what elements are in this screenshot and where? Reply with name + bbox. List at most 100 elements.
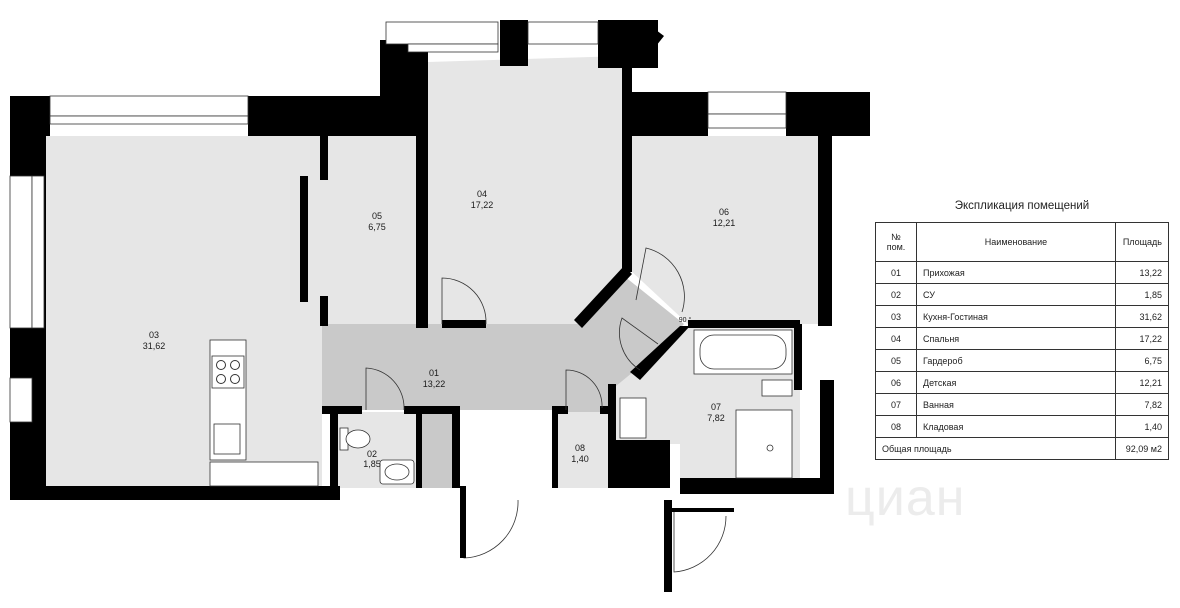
room-06-fill: [630, 136, 820, 324]
room-07-area: 7,82: [707, 413, 725, 423]
window: [385, 21, 499, 45]
wall: [632, 92, 708, 136]
wall: [794, 324, 802, 390]
row-area: 12,21: [1115, 371, 1169, 394]
room-03-num: 03: [149, 330, 159, 340]
window: [707, 113, 787, 129]
row-num: 05: [875, 349, 917, 372]
table-row: 07 Ванная 7,82: [875, 393, 1169, 416]
wall: [322, 406, 362, 414]
wall: [416, 410, 422, 488]
row-area: 6,75: [1115, 349, 1169, 372]
row-name: Кухня-Гостиная: [916, 305, 1116, 328]
room-08-fill: [558, 412, 610, 488]
room-05-num: 05: [372, 211, 382, 221]
sink: [213, 423, 241, 455]
wall: [416, 96, 428, 328]
row-num: 07: [875, 393, 917, 416]
wall: [404, 406, 460, 414]
door-swing: [619, 317, 659, 371]
stove: [211, 355, 245, 389]
row-num: 06: [875, 371, 917, 394]
door-swing: [635, 247, 685, 313]
wall: [688, 320, 800, 328]
entry-wall: [460, 486, 466, 558]
room-05-fill: [302, 136, 420, 324]
door-swing: [565, 369, 603, 410]
door-swing: [441, 277, 487, 325]
explication-title: Экспликация помещений: [954, 200, 1090, 212]
doors: [365, 247, 727, 573]
wall: [330, 410, 338, 488]
room-05-area: 6,75: [368, 222, 386, 232]
window: [707, 91, 787, 115]
total-label: Общая площадь: [875, 437, 1116, 460]
window: [9, 377, 33, 423]
table-row: 03 Кухня-Гостиная 31,62: [875, 305, 1169, 328]
row-area: 1,40: [1115, 415, 1169, 438]
room-02-num: 02: [367, 449, 377, 459]
burner: [216, 374, 226, 384]
wall: [500, 20, 528, 66]
header-area: Площадь: [1115, 222, 1169, 262]
door-swing: [463, 490, 519, 559]
room-01-num: 01: [429, 368, 439, 378]
watermark-logo: циан: [845, 469, 966, 527]
room-03-area: 31,62: [143, 341, 166, 351]
washbasin-bowl: [384, 463, 410, 481]
room-01-area: 13,22: [423, 379, 446, 389]
room-03-fill: [44, 136, 322, 488]
wall-diagonal: [632, 30, 664, 66]
wall: [442, 320, 486, 328]
table-row: 06 Детская 12,21: [875, 371, 1169, 394]
row-area: 1,85: [1115, 283, 1169, 306]
row-num: 08: [875, 415, 917, 438]
table-row: 01 Прихожая 13,22: [875, 261, 1169, 284]
header-num: № пом.: [875, 222, 917, 262]
door-swing: [673, 512, 727, 573]
wall: [320, 136, 328, 180]
row-num: 03: [875, 305, 917, 328]
table-row: 08 Кладовая 1,40: [875, 415, 1169, 438]
window: [31, 175, 45, 329]
window: [527, 21, 599, 45]
wall: [680, 478, 834, 494]
wall: [248, 96, 418, 136]
explication-table: № пом. Наименование Площадь 01 Прихожая …: [875, 222, 1169, 460]
window: [49, 95, 249, 117]
door-angle-label: 90 °: [679, 316, 692, 324]
wall: [612, 440, 670, 488]
wall: [10, 96, 50, 136]
table-header-row: № пом. Наименование Площадь: [875, 222, 1169, 262]
wall: [10, 486, 340, 500]
row-name: Кладовая: [916, 415, 1116, 438]
entry-wall: [664, 500, 672, 592]
row-area: 31,62: [1115, 305, 1169, 328]
entry-wall: [664, 508, 734, 512]
table-row: 02 СУ 1,85: [875, 283, 1169, 306]
room-08-num: 08: [575, 443, 585, 453]
row-name: Спальня: [916, 327, 1116, 350]
wall: [10, 330, 46, 376]
wall-diagonal: [574, 266, 632, 328]
row-area: 17,22: [1115, 327, 1169, 350]
row-name: Прихожая: [916, 261, 1116, 284]
row-name: СУ: [916, 283, 1116, 306]
burner: [230, 360, 240, 370]
room-07-num: 07: [711, 402, 721, 412]
wall: [622, 56, 632, 272]
room-04-area: 17,22: [471, 200, 494, 210]
room-08-area: 1,40: [571, 454, 589, 464]
row-name: Ванная: [916, 393, 1116, 416]
row-num: 01: [875, 261, 917, 284]
room-06-num: 06: [719, 207, 729, 217]
table-row: 04 Спальня 17,22: [875, 327, 1169, 350]
wall: [552, 406, 568, 414]
bath-sink: [619, 397, 647, 439]
bathtub-inner: [699, 334, 787, 370]
toilet-bowl: [345, 429, 371, 449]
floor-plan: 03 31,62 05 6,75 04 17,22 06 12,21 01 13…: [9, 20, 870, 592]
wall: [320, 296, 328, 326]
bath-fixtures: [339, 329, 793, 485]
base-cabinets: [209, 461, 319, 487]
